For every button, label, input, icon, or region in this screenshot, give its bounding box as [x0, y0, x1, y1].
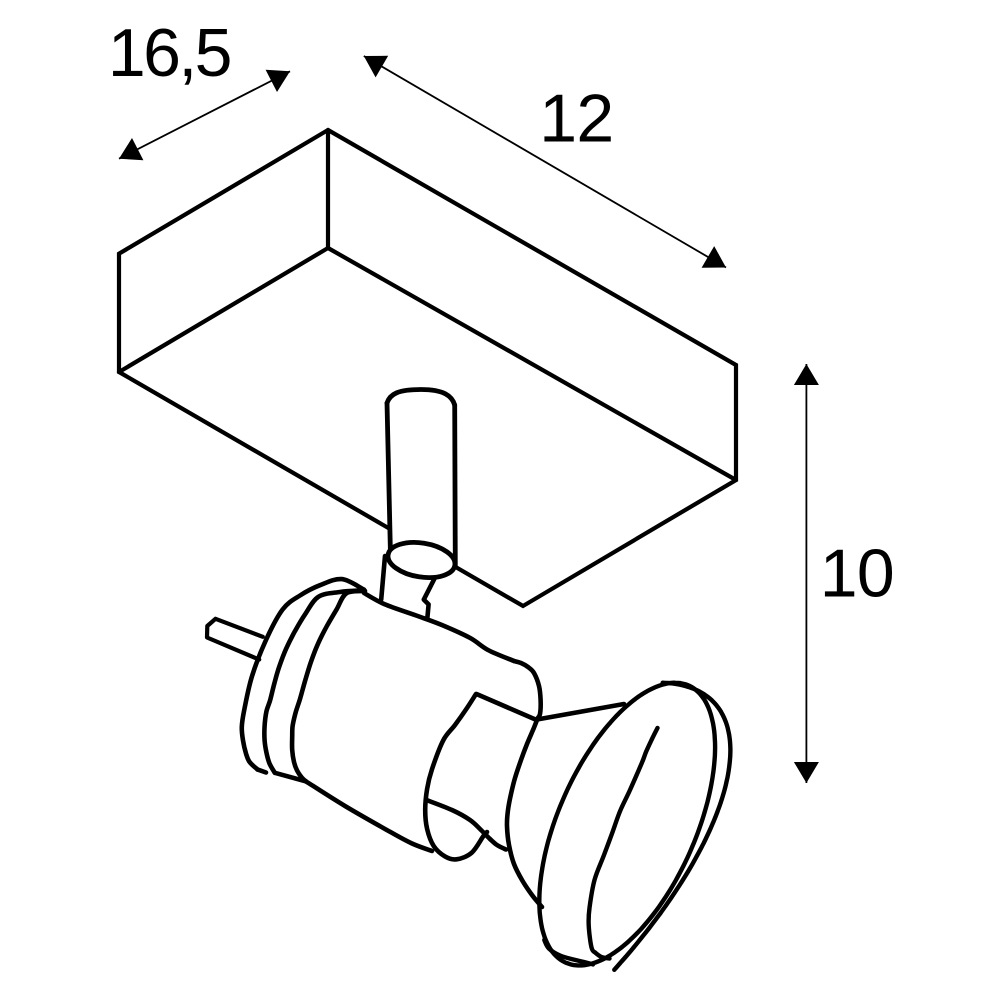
svg-text:12: 12: [539, 81, 613, 157]
svg-text:16,5: 16,5: [108, 15, 230, 91]
svg-text:10: 10: [820, 536, 894, 612]
